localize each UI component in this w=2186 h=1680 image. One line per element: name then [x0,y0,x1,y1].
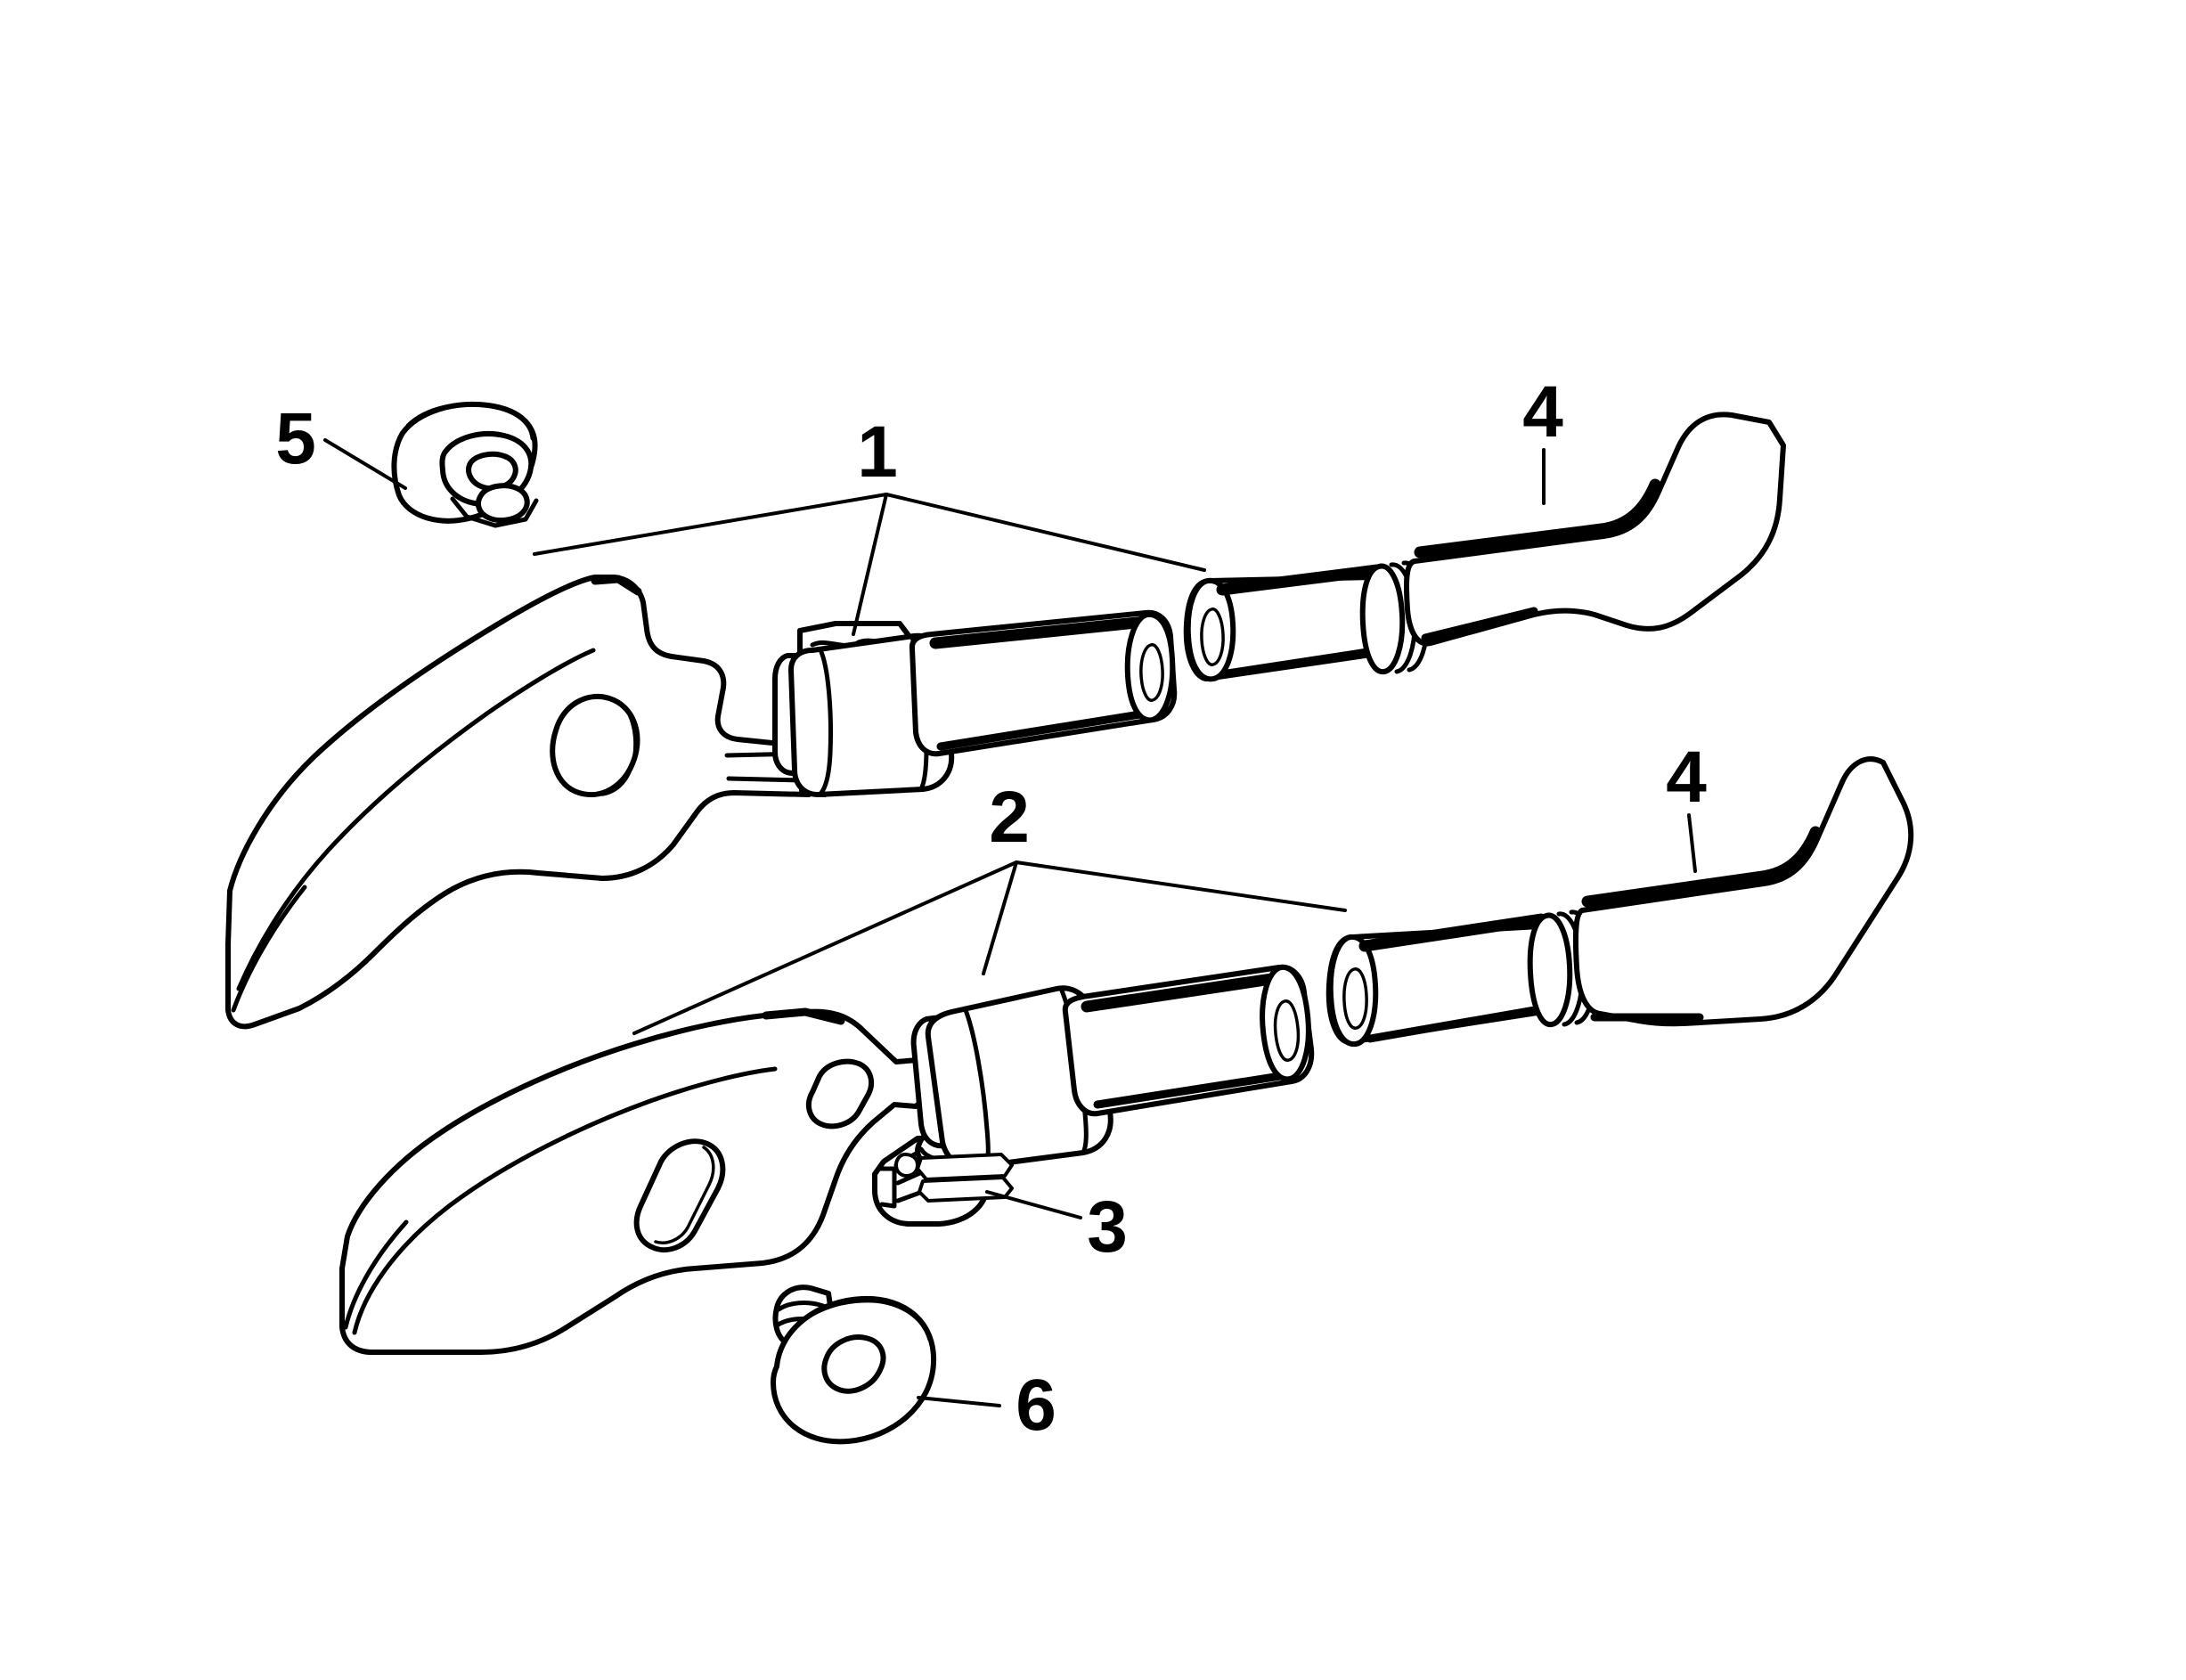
part-lower-handle-grip [1527,756,1914,1028]
part-lower-anvil-blade [339,1007,949,1355]
callout-number-6: 6 [1016,1365,1056,1446]
part-upper-handle-grip [1359,412,1786,675]
part-lower-arm-clamp-collar [894,985,1113,1203]
callout-number-5: 5 [275,398,316,479]
leader-lines [323,438,1697,1407]
callout-number-1: 1 [857,412,898,493]
part-upper-pivot-nut-washer [391,401,539,528]
callout-number-3: 3 [1087,1187,1128,1268]
part-upper-hook-blade [225,575,840,1030]
part-lower-extension-tube-right [1325,913,1558,1048]
callout-numbers: 1 2 3 4 4 5 6 [275,371,1707,1446]
part-lower-pivot-bolt-washer [771,1284,937,1445]
part-upper-extension-tube-left [909,609,1178,757]
callout-number-4-lower: 4 [1666,737,1707,818]
part-upper-extension-tube-right [1183,564,1391,682]
part-lower-extension-tube-left [1062,964,1315,1117]
callout-number-2: 2 [989,777,1030,858]
callout-number-4-upper: 4 [1522,371,1563,453]
